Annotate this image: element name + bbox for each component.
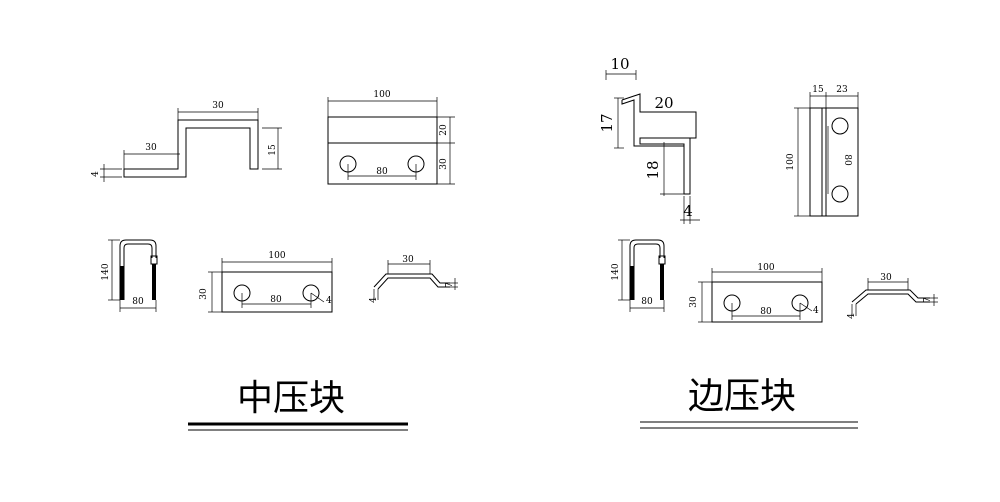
middle-plate-width-dim: 100 bbox=[373, 90, 390, 100]
edge-profile-step-dim: 20 bbox=[654, 94, 673, 112]
edge-clamp-title: 边压块 bbox=[688, 376, 796, 417]
middle-profile-view: 30 30 15 4 bbox=[91, 101, 282, 182]
edge-ubolt-view: 140 80 bbox=[611, 239, 666, 312]
middle-base-height-dim: 30 bbox=[199, 288, 209, 300]
middle-ubolt-thread-right bbox=[152, 264, 156, 300]
edge-plate-view: 80 15 23 100 bbox=[786, 85, 859, 217]
edge-profile-drop-dim: 18 bbox=[644, 160, 662, 179]
edge-bent-rise-dim: 7 bbox=[923, 297, 933, 303]
edge-plate-left-dim: 15 bbox=[812, 85, 824, 95]
middle-base-hole-dim: 80 bbox=[270, 295, 282, 305]
middle-profile-bottom-dim: 30 bbox=[145, 143, 157, 153]
edge-base-view: 80 4 100 30 bbox=[689, 263, 823, 323]
edge-ubolt-thread-right bbox=[660, 264, 664, 300]
middle-bent-rise-dim: 7 bbox=[445, 282, 455, 288]
middle-plate-upper-dim: 20 bbox=[439, 124, 449, 136]
edge-bent-view: 30 7 4 bbox=[847, 273, 938, 319]
edge-base-hole-dim: 80 bbox=[760, 307, 772, 317]
edge-bent-note: 4 bbox=[847, 313, 857, 319]
edge-clamp-group: 10 17 20 18 4 bbox=[598, 55, 938, 429]
edge-ubolt-height-dim: 140 bbox=[611, 263, 621, 280]
edge-profile-thickness-dim: 4 bbox=[683, 202, 693, 220]
middle-ubolt-thread-left bbox=[120, 266, 124, 300]
middle-base-width-dim: 100 bbox=[268, 251, 285, 261]
middle-ubolt-width-dim: 80 bbox=[132, 297, 144, 307]
middle-profile-height-dim: 15 bbox=[268, 144, 278, 156]
middle-clamp-title: 中压块 bbox=[237, 378, 345, 419]
edge-profile-view: 10 17 20 18 4 bbox=[598, 55, 700, 224]
edge-bent-width-dim: 30 bbox=[880, 273, 892, 283]
middle-ubolt-view: 140 80 bbox=[101, 239, 158, 312]
middle-bent-width-dim: 30 bbox=[402, 255, 414, 265]
edge-plate-height-dim: 100 bbox=[786, 153, 796, 170]
middle-profile-thickness-dim: 4 bbox=[91, 171, 101, 177]
edge-plate-hole-dim: 80 bbox=[842, 154, 852, 166]
edge-profile-top-dim: 10 bbox=[610, 55, 629, 73]
edge-ubolt-width-dim: 80 bbox=[641, 297, 653, 307]
middle-bent-note: 4 bbox=[369, 297, 379, 303]
edge-base-hole-note: 4 bbox=[813, 306, 819, 316]
middle-plate-lower-dim: 30 bbox=[439, 158, 449, 170]
edge-profile-lip-dim: 17 bbox=[598, 113, 616, 132]
middle-ubolt-height-dim: 140 bbox=[101, 263, 111, 280]
middle-profile-top-dim: 30 bbox=[212, 101, 224, 111]
middle-clamp-group: 30 30 15 4 80 bbox=[91, 90, 458, 431]
middle-base-view: 80 4 100 30 bbox=[199, 251, 333, 313]
middle-bent-view: 30 7 4 bbox=[369, 255, 458, 303]
middle-base-hole-note: 4 bbox=[326, 296, 332, 306]
edge-ubolt-thread-left bbox=[630, 266, 634, 300]
middle-plate-view: 80 100 20 30 bbox=[327, 90, 455, 185]
edge-plate-right-dim: 23 bbox=[836, 85, 848, 95]
middle-plate-hole-dim: 80 bbox=[376, 167, 388, 177]
edge-base-height-dim: 30 bbox=[689, 296, 699, 308]
edge-base-width-dim: 100 bbox=[757, 263, 774, 273]
